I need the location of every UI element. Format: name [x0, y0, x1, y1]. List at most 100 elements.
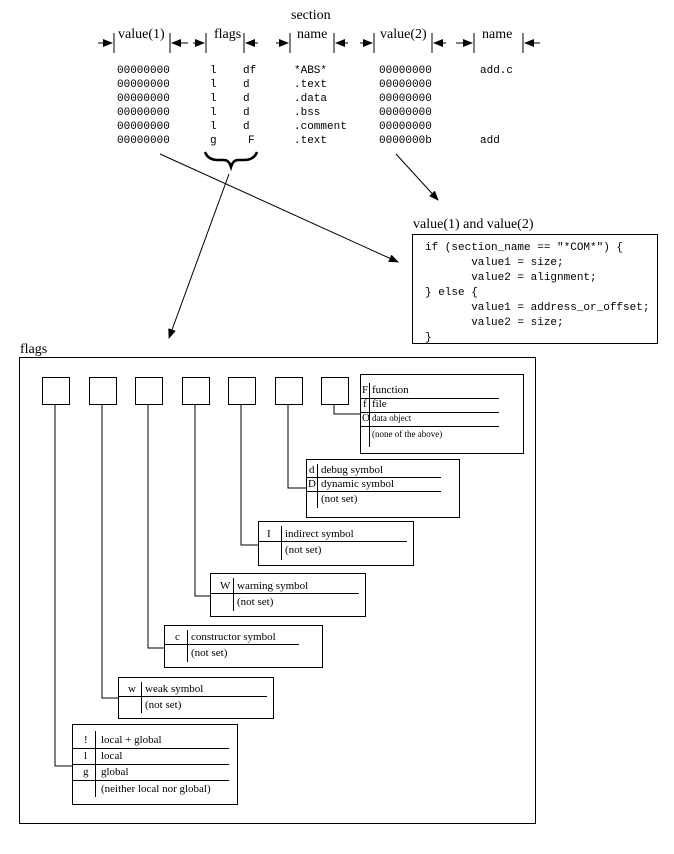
legend-warning: W warning symbol (not set)	[210, 573, 366, 617]
row-name: add	[480, 135, 500, 147]
arrow-value2-to-box	[395, 153, 439, 201]
row-flag: df	[243, 65, 257, 77]
legend-desc: global	[101, 766, 129, 778]
header-flags: flags	[214, 27, 242, 42]
legend-desc: (not set)	[145, 699, 182, 711]
row-flag: d	[243, 121, 250, 133]
header-value2: value(2)	[380, 27, 427, 42]
row-value2: 0000000b	[379, 135, 432, 147]
row-value1: 00000000	[117, 107, 170, 119]
legend-desc: (not set)	[285, 544, 322, 556]
legend-desc: warning symbol	[237, 580, 309, 592]
flags-brace	[203, 151, 259, 172]
legend-code: I	[267, 528, 271, 540]
flag-slot-scope	[42, 377, 70, 405]
code-line: value2 = size;	[425, 317, 564, 329]
row-flag: d	[243, 107, 250, 119]
legend-code: D	[308, 478, 316, 490]
code-line: if (section_name == "*COM*") {	[425, 242, 624, 254]
legend-debug: d debug symbol D dynamic symbol (not set…	[306, 459, 460, 518]
connector-constructor	[147, 405, 164, 649]
flag-slot-indirect	[228, 377, 256, 405]
code-line: } else {	[425, 287, 478, 299]
row-flag: F	[248, 135, 255, 147]
arrow-to-value-box	[159, 153, 399, 263]
header-name: name	[482, 27, 513, 42]
legend-weak: w weak symbol (not set)	[118, 677, 274, 719]
row-flag: d	[243, 79, 250, 91]
row-value1: 00000000	[117, 135, 170, 147]
legend-desc: (not set)	[191, 647, 228, 659]
code-line: value1 = address_or_offset;	[425, 302, 650, 314]
row-flag: d	[243, 93, 250, 105]
legend-indirect: I indirect symbol (not set)	[258, 521, 414, 566]
flag-slot-debug	[275, 377, 303, 405]
legend-constructor: c constructor symbol (not set)	[164, 625, 323, 668]
flags-panel-title: flags	[20, 342, 48, 357]
connector-type	[333, 405, 360, 415]
flag-slot-weak	[89, 377, 117, 405]
legend-scope: ! local + global l local g global (neith…	[72, 724, 238, 805]
value-box: if (section_name == "*COM*") { value1 = …	[412, 234, 658, 344]
code-line: value2 = alignment;	[425, 272, 597, 284]
legend-code: w	[128, 683, 136, 695]
legend-type: F function f file O data object (none of…	[360, 374, 524, 454]
row-value2: 00000000	[379, 65, 432, 77]
connector-debug	[287, 405, 306, 489]
legend-code: O	[362, 412, 370, 424]
legend-code: l	[84, 750, 88, 762]
legend-desc: debug symbol	[321, 464, 384, 476]
flag-slot-constructor	[135, 377, 163, 405]
row-value1: 00000000	[117, 121, 170, 133]
row-section: .text	[294, 79, 328, 91]
row-flag: l	[210, 121, 217, 133]
value-box-title: value(1) and value(2)	[413, 217, 534, 232]
row-value1: 00000000	[117, 79, 170, 91]
row-value2: 00000000	[379, 107, 432, 119]
legend-desc: weak symbol	[145, 683, 204, 695]
connector-warning	[194, 405, 210, 597]
row-value1: 00000000	[117, 65, 170, 77]
row-section: .text	[294, 135, 328, 147]
row-flag: l	[210, 93, 217, 105]
arrow-to-flags-panel	[168, 173, 230, 339]
row-name: add.c	[480, 65, 514, 77]
legend-desc: (not set)	[321, 493, 358, 505]
row-value2: 00000000	[379, 121, 432, 133]
row-value2: 00000000	[379, 79, 432, 91]
flags-panel	[19, 357, 536, 824]
legend-desc: (not set)	[237, 596, 274, 608]
row-section: .data	[294, 93, 328, 105]
flag-slot-warning	[182, 377, 210, 405]
legend-code: f	[363, 398, 367, 410]
row-section: .bss	[294, 107, 321, 119]
legend-desc: local	[101, 750, 123, 762]
row-value1: 00000000	[117, 93, 170, 105]
legend-code: g	[83, 766, 89, 778]
legend-code: !	[84, 734, 88, 746]
legend-desc: (none of the above)	[372, 429, 443, 439]
legend-desc: file	[372, 398, 387, 410]
code-line: }	[425, 332, 432, 344]
legend-desc: local + global	[101, 734, 162, 746]
row-section: *ABS*	[294, 65, 328, 77]
row-value2: 00000000	[379, 93, 432, 105]
row-flag: l	[210, 107, 217, 119]
connector-indirect	[240, 405, 258, 546]
connector-weak	[101, 405, 118, 699]
header-value1: value(1)	[118, 27, 165, 42]
legend-desc: constructor symbol	[191, 631, 276, 643]
legend-code: F	[362, 384, 369, 396]
legend-desc: indirect symbol	[285, 528, 354, 540]
legend-code: c	[175, 631, 180, 643]
flag-slot-type	[321, 377, 349, 405]
row-section: .comment	[294, 121, 347, 133]
legend-code: W	[220, 580, 231, 592]
legend-desc: dynamic symbol	[321, 478, 395, 490]
legend-desc: data object	[372, 413, 412, 423]
code-line: value1 = size;	[425, 257, 564, 269]
legend-desc: function	[372, 384, 409, 396]
row-flag: l	[210, 65, 217, 77]
legend-desc: (neither local nor global)	[101, 783, 211, 795]
